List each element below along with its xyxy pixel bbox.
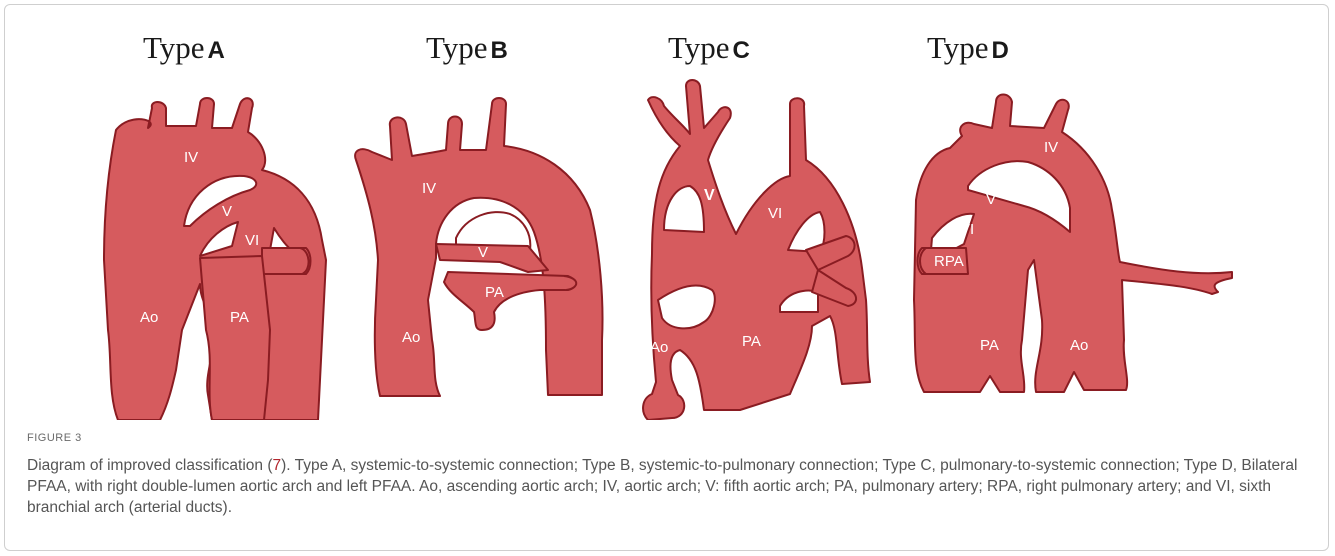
type-d-label-iv: IV [1044, 139, 1058, 156]
type-b-label-ao: Ao [402, 329, 420, 346]
type-a-label-pa: PA [230, 309, 249, 326]
caption-text: Diagram of improved classification (7). … [27, 455, 1312, 518]
reference-link[interactable]: 7 [273, 457, 282, 474]
type-b-label-pa: PA [485, 284, 504, 301]
type-a-label-v: V [222, 203, 232, 220]
type-d-label-ao: Ao [1070, 337, 1088, 354]
figure-caption: FIGURE 3 Diagram of improved classificat… [27, 428, 1312, 518]
type-b-diagram: IV V PA Ao [355, 98, 602, 396]
type-a-pa-trunk [200, 256, 270, 420]
type-b-label-v: V [478, 244, 488, 261]
type-c-label-pa: PA [742, 333, 761, 350]
type-c-label-v: V [704, 187, 715, 204]
type-b-label-iv: IV [422, 180, 436, 197]
figure-label: FIGURE 3 [27, 428, 1312, 449]
type-d-label-v: V [986, 191, 996, 208]
type-d-label-rpa: RPA [934, 253, 964, 270]
type-a-diagram: IV V VI Ao PA [104, 98, 326, 420]
type-d-label-pa: PA [980, 337, 999, 354]
type-a-label-vi: VI [245, 232, 259, 249]
type-c-label-ao: Ao [650, 339, 668, 356]
type-a-label-iv: IV [184, 149, 198, 166]
type-d-diagram: IV V VI RPA PA Ao [914, 95, 1232, 393]
type-b-fifth-arch [436, 244, 548, 272]
type-c-diagram: V VI Ao PA [643, 80, 870, 420]
type-a-label-ao: Ao [140, 309, 158, 326]
caption-text-start: Diagram of improved classification ( [27, 457, 273, 474]
type-d-label-vi: VI [960, 221, 974, 238]
vessel-diagrams: IV V VI Ao PA IV V PA Ao V VI Ao PA [0, 0, 1335, 420]
type-c-label-vi: VI [768, 205, 782, 222]
